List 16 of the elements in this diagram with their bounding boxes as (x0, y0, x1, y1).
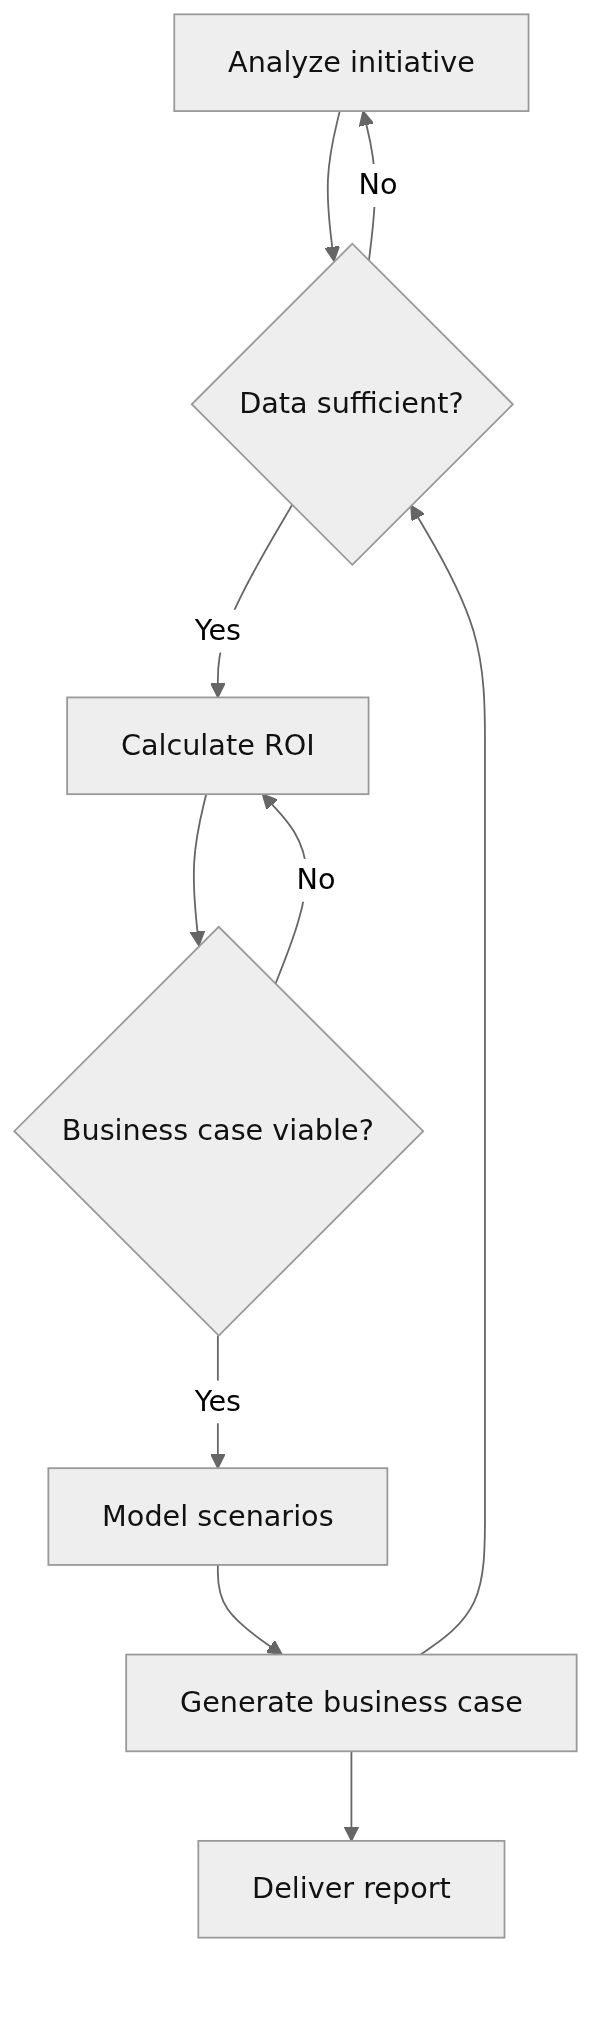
node-diamond: Business case viable? (13, 925, 425, 1337)
arrow (343, 1750, 360, 1842)
node-diamond: Data sufficient? (190, 242, 515, 567)
edge-label: Yes (194, 613, 241, 648)
arrow (216, 1564, 283, 1656)
node-box: Generate business case (125, 1653, 578, 1753)
edge-label: No (296, 862, 336, 897)
edge-label: No (358, 167, 398, 202)
edge-label: Yes (194, 1383, 241, 1419)
node-box: Model scenarios (47, 1467, 389, 1566)
node-box: Deliver report (197, 1840, 506, 1939)
node-box: Calculate ROI (66, 696, 370, 796)
arrow (189, 793, 208, 947)
arrow (410, 504, 486, 1656)
arrow (324, 110, 341, 262)
node-box: Analyze initiative (173, 13, 530, 112)
